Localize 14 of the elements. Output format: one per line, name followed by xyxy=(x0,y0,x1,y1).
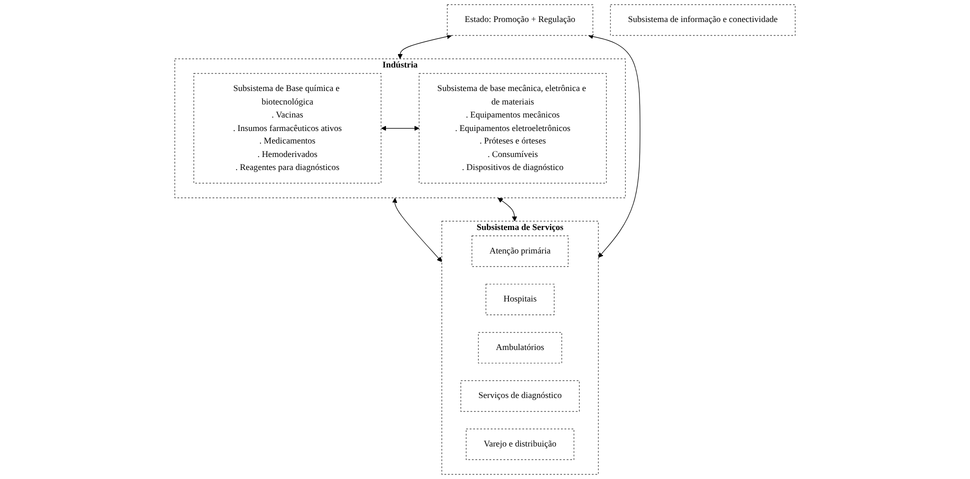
node-box: Estado: Promoção + Regulação xyxy=(446,4,594,36)
arrow xyxy=(498,198,518,222)
arrow xyxy=(398,34,452,60)
node-box: Ambulatórios xyxy=(478,332,562,364)
node-box: Subsistema de base mecânica, eletrônica e de materiais . Equipamentos mecânicos . Equipamentos eletroeletrônicos . Próteses e órteses . Consumíveis . Dispositivos de diagnóstico xyxy=(418,73,607,184)
arrow xyxy=(392,198,442,262)
arrow xyxy=(381,126,420,131)
node-box: Hospitais xyxy=(486,284,554,316)
node-box: Atenção primária xyxy=(472,236,568,267)
arrow xyxy=(588,34,640,258)
node-box: Varejo e distribuição xyxy=(466,428,574,460)
node-box: Subsistema de Base química e biotecnológica . Vacinas . Insumos farmacêuticos ativos . Medicamentos . Hemoderivados . Reagentes para diagnósticos xyxy=(194,73,382,184)
node-box: Subsistema de informação e conectividade xyxy=(610,4,796,36)
node-box: Serviços de diagnóstico xyxy=(460,380,580,412)
